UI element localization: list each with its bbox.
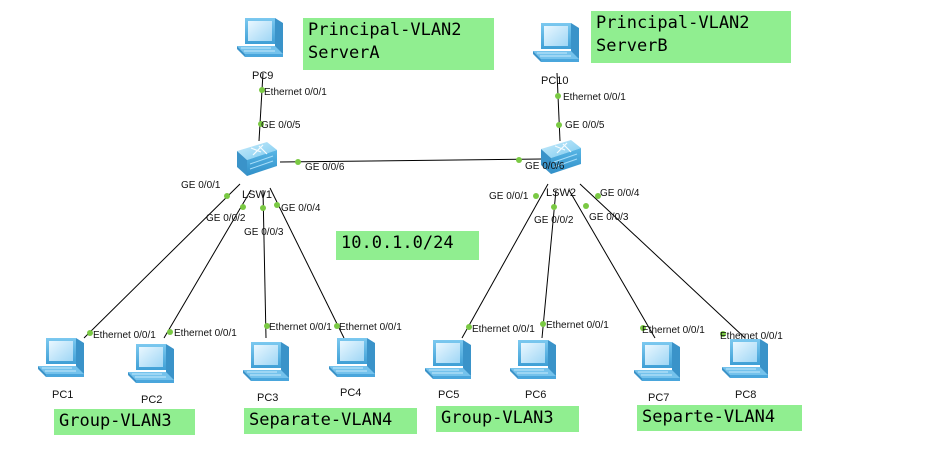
port-label-lsw2-ge1: GE 0/0/1 [489,191,529,202]
port-dot [516,157,522,163]
link-pc10-lsw2 [556,72,561,142]
desktop-pc-icon[interactable] [37,337,85,378]
port-label-lsw2-ge2: GE 0/0/2 [534,215,574,226]
device-label-pc9: PC9 [252,70,273,82]
link-pc9-lsw1 [258,72,264,142]
port-dot [583,203,589,209]
port-label-pc8-eth: Ethernet 0/0/1 [720,331,783,342]
link-lsw2-pc6 [541,189,557,339]
port-dot [640,325,646,331]
port-label-pc6-eth: Ethernet 0/0/1 [546,320,609,331]
port-label-lsw2-ge6: GE 0/0/6 [525,161,565,172]
tag-group-vlan-left: Group-VLAN3 [54,409,195,435]
tag-server-b: Principal-VLAN2 ServerB [591,11,791,63]
port-dot [551,204,557,210]
port-dot [240,204,246,210]
desktop-pc-icon[interactable] [242,341,290,382]
tag-separate-vlan-right: Separte-VLAN4 [637,405,802,431]
port-dot [556,122,562,128]
port-label-pc10-eth: Ethernet 0/0/1 [563,92,626,103]
port-label-lsw1-ge2: GE 0/0/2 [206,213,246,224]
port-label-pc7-eth: Ethernet 0/0/1 [642,325,705,336]
port-dot [167,329,173,335]
link-lsw1-pc3 [262,189,267,339]
port-dot [295,159,301,165]
port-dot [87,330,93,336]
desktop-pc-icon[interactable] [633,341,681,382]
port-dot [258,121,264,127]
port-label-lsw2-ge3: GE 0/0/3 [589,212,629,223]
device-label-pc10: PC10 [541,75,569,87]
port-dot [595,193,601,199]
tag-group-vlan-right: Group-VLAN3 [436,406,579,432]
device-label-pc1: PC1 [52,389,73,401]
port-label-pc5-eth: Ethernet 0/0/1 [472,324,535,335]
device-label-lsw2: LSW2 [546,187,576,199]
port-label-lsw1-ge6: GE 0/0/6 [305,162,345,173]
desktop-pc-icon[interactable] [532,22,580,63]
layer3-switch-icon[interactable] [236,141,278,177]
port-label-pc3-eth: Ethernet 0/0/1 [269,322,332,333]
port-dot [274,202,280,208]
device-label-pc4: PC4 [340,387,361,399]
port-label-lsw1-ge3: GE 0/0/3 [244,227,284,238]
link-lsw2-pc8 [579,183,746,339]
tag-server-a: Principal-VLAN2 ServerA [303,18,494,70]
port-label-lsw1-ge4: GE 0/0/4 [281,203,321,214]
tag-subnet: 10.0.1.0/24 [336,231,479,260]
link-lsw1-lsw2 [279,158,543,163]
port-label-lsw2-ge5: GE 0/0/5 [565,120,605,131]
port-dot [720,331,726,337]
port-dot [264,323,270,329]
device-label-pc3: PC3 [257,392,278,404]
link-lsw2-pc7 [568,189,656,339]
desktop-pc-icon[interactable] [509,339,557,380]
port-label-pc2-eth: Ethernet 0/0/1 [174,328,237,339]
port-label-lsw1-ge5: GE 0/0/5 [261,120,301,131]
port-dot [334,323,340,329]
port-dot [533,193,539,199]
port-label-pc1-eth: Ethernet 0/0/1 [93,330,156,341]
port-label-pc4-eth: Ethernet 0/0/1 [339,322,402,333]
port-label-pc9-eth: Ethernet 0/0/1 [264,87,327,98]
tag-separate-vlan-left: Separate-VLAN4 [244,408,417,434]
device-label-pc5: PC5 [438,389,459,401]
desktop-pc-icon[interactable] [328,337,376,378]
link-layer [83,72,746,339]
port-dot [259,87,265,93]
device-label-lsw1: LSW1 [242,189,272,201]
device-label-pc8: PC8 [735,389,756,401]
port-dot [260,205,266,211]
port-dot [540,321,546,327]
device-label-pc2: PC2 [141,394,162,406]
link-lsw2-pc5 [461,183,549,339]
port-dot [555,93,561,99]
port-label-lsw1-ge1: GE 0/0/1 [181,180,221,191]
link-lsw1-pc1 [83,183,241,339]
link-lsw1-pc4 [269,187,345,339]
device-label-pc6: PC6 [525,389,546,401]
desktop-pc-icon[interactable] [721,338,769,379]
port-label-lsw2-ge4: GE 0/0/4 [600,188,640,199]
desktop-pc-icon[interactable] [424,339,472,380]
port-dot-layer [87,87,726,337]
desktop-pc-icon[interactable] [127,343,175,384]
port-dot [224,193,230,199]
device-label-pc7: PC7 [648,392,669,404]
desktop-pc-icon[interactable] [236,17,284,58]
link-lsw1-pc2 [163,189,252,339]
port-dot [466,324,472,330]
